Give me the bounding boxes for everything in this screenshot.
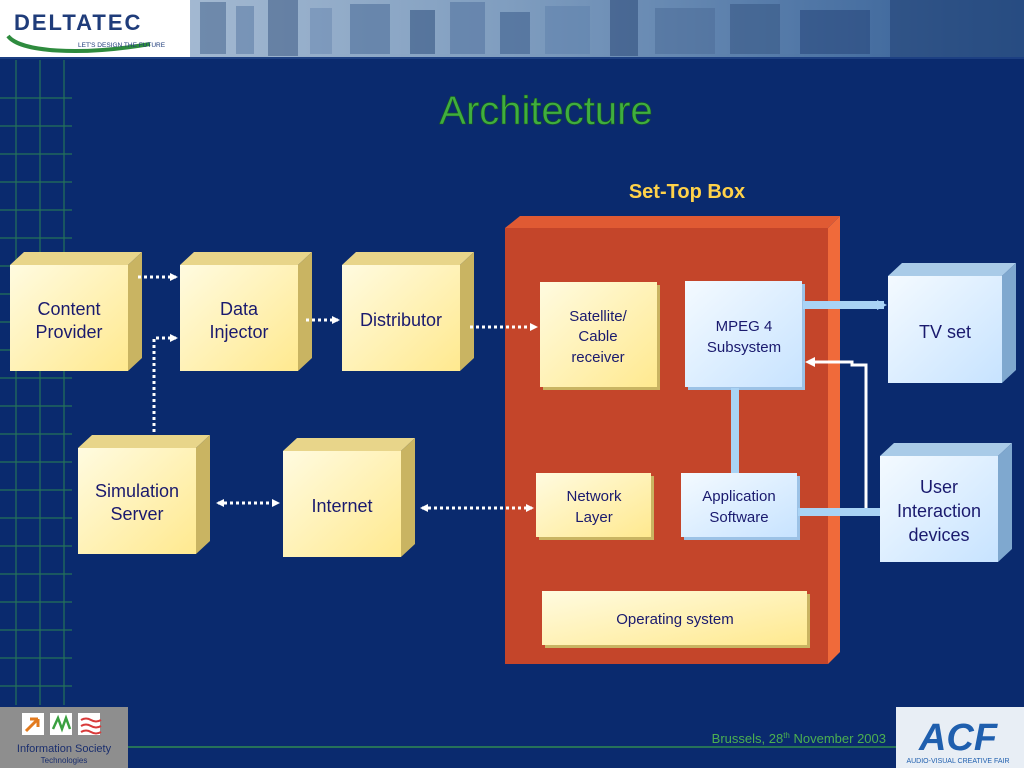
ist-arrow-icon	[24, 717, 40, 733]
user-interaction-line-1: User	[920, 477, 958, 497]
mpeg4-line-2: Subsystem	[707, 339, 781, 356]
arrow-simserver-to-injector	[152, 334, 178, 432]
acf-logo-text: ACF	[918, 717, 999, 759]
application-software-box: Application Software	[681, 473, 800, 540]
distributor-label: Distributor	[360, 310, 442, 330]
data-injector-line-1: Data	[220, 299, 259, 319]
network-layer-line-1: Network	[566, 488, 622, 505]
operating-system-box: Operating system	[542, 591, 810, 648]
ist-logo-line-2: Technologies	[41, 756, 88, 765]
header-rule	[0, 57, 1024, 59]
simulation-server-box: Simulation Server	[78, 435, 210, 554]
ist-lines-icon	[80, 717, 102, 735]
mpeg4-line-1: MPEG 4	[716, 318, 773, 335]
ist-logo: Information Society Technologies	[0, 707, 128, 768]
data-injector-box: Data Injector	[180, 252, 312, 371]
arrow-user-to-mpeg	[805, 357, 868, 508]
application-software-line-1: Application	[702, 488, 775, 505]
data-injector-line-2: Injector	[209, 322, 268, 342]
operating-system-label: Operating system	[616, 611, 734, 628]
ist-wave-icon	[51, 714, 72, 733]
user-interaction-line-3: devices	[908, 525, 969, 545]
network-layer-line-2: Layer	[575, 509, 613, 526]
network-layer-box: Network Layer	[536, 473, 654, 540]
user-interaction-box: User Interaction devices	[880, 443, 1012, 562]
footer-date: Brussels, 28th November 2003	[712, 731, 886, 746]
internet-label: Internet	[311, 496, 372, 516]
content-provider-line-1: Content	[37, 299, 100, 319]
page-title: Architecture	[439, 89, 652, 133]
header-photo-strip	[200, 0, 1024, 58]
tv-set-box: TV set	[888, 263, 1016, 383]
ist-logo-line-1: Information Society	[17, 743, 112, 755]
distributor-box: Distributor	[342, 252, 474, 371]
connectors	[138, 273, 887, 516]
acf-logo: ACF AUDIO-VISUAL CREATIVE FAIR	[896, 707, 1024, 768]
satellite-line-1: Satellite/	[569, 308, 627, 325]
simulation-server-line-2: Server	[110, 504, 163, 524]
application-software-line-2: Software	[709, 509, 768, 526]
satellite-line-2: Cable	[578, 328, 617, 345]
logo-name: DELTATEC	[14, 10, 142, 35]
logo-tagline: LET'S DESIGN THE FUTURE	[78, 42, 166, 49]
satellite-line-3: receiver	[571, 349, 624, 366]
logo-swoosh	[6, 34, 151, 53]
acf-logo-caption: AUDIO-VISUAL CREATIVE FAIR	[906, 758, 1009, 765]
mpeg4-subsystem-box: MPEG 4 Subsystem	[685, 281, 805, 390]
internet-box: Internet	[283, 438, 415, 557]
user-interaction-line-2: Interaction	[897, 501, 981, 521]
simulation-server-line-1: Simulation	[95, 481, 179, 501]
content-provider-box: Content Provider	[10, 252, 142, 371]
set-top-box-label: Set-Top Box	[629, 181, 745, 203]
content-provider-line-2: Provider	[35, 322, 102, 342]
satellite-receiver-box: Satellite/ Cable receiver	[540, 282, 660, 390]
tv-set-label: TV set	[919, 322, 971, 342]
left-grid	[0, 60, 72, 705]
